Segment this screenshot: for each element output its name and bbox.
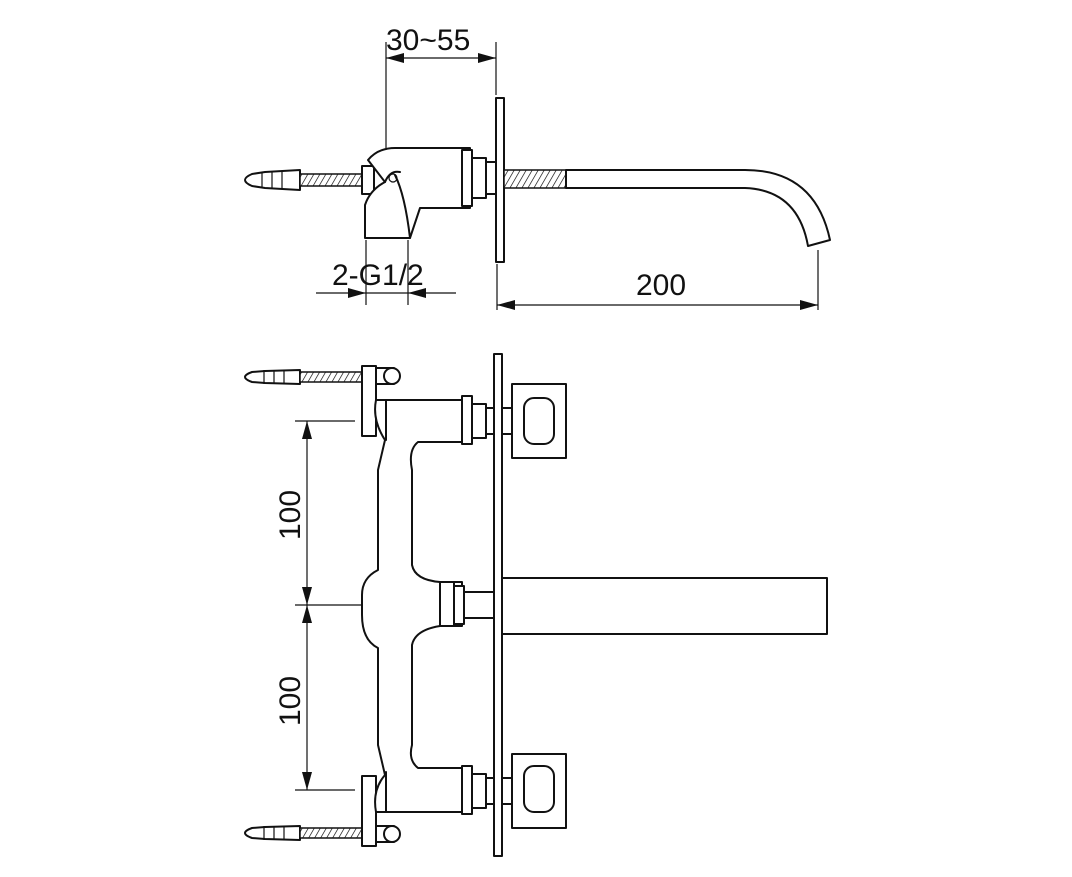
dimension-spout-reach: 200 [496, 250, 819, 310]
middle-cartridge [439, 581, 495, 627]
dimension-wall-thickness-label: 30~55 [386, 24, 470, 57]
top-view: 100 100 [244, 353, 828, 857]
wall-plate-top [493, 353, 503, 857]
lower-anchor-screw [244, 775, 401, 847]
dimension-handle-spacing-upper-label: 100 [274, 490, 307, 540]
lower-handle [511, 753, 567, 829]
dimension-handle-spacing: 100 100 [274, 420, 362, 791]
wall-plate-side [495, 97, 505, 263]
valve-body-side [364, 147, 497, 239]
valve-body-top [361, 399, 463, 813]
lower-cartridge [461, 765, 513, 815]
dimension-spout-reach-label: 200 [636, 269, 686, 302]
upper-handle [511, 383, 567, 459]
spout-side [503, 169, 831, 247]
dimension-inlet-thread-label: 2-G1/2 [332, 259, 424, 292]
side-view: 30~55 2-G1/2 200 [244, 24, 831, 310]
dimension-inlet-thread: 2-G1/2 [316, 240, 456, 305]
upper-anchor-screw [244, 365, 401, 437]
dimension-wall-thickness: 30~55 [385, 24, 497, 150]
dimension-handle-spacing-lower-label: 100 [274, 676, 307, 726]
wall-anchor-screw [244, 165, 375, 195]
spout-top [501, 577, 828, 635]
upper-cartridge [461, 395, 513, 445]
